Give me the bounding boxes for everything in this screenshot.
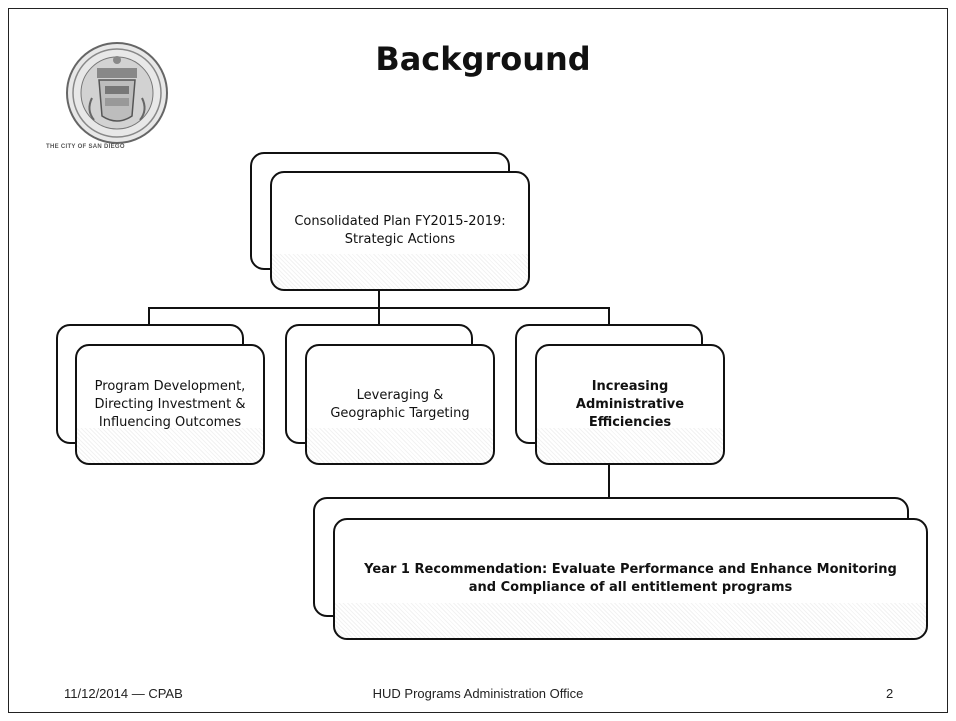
branch-node-2: Leveraging & Geographic Targeting	[305, 344, 495, 465]
connector-branch-1	[148, 307, 150, 325]
connector-recommendation	[608, 465, 610, 497]
branch-node-2-label: Leveraging & Geographic Targeting	[330, 387, 470, 421]
logo-caption: THE CITY OF SAN DIEGO	[46, 144, 125, 150]
branch-node-1: Program Development, Directing Investmen…	[75, 344, 265, 465]
root-node-label: Consolidated Plan FY2015-2019: Strategic…	[294, 214, 506, 247]
connector-branch-2	[378, 307, 380, 325]
branch-node-3: Increasing Administrative Efficiencies	[535, 344, 725, 465]
city-seal-logo	[66, 42, 168, 144]
connector-branch-3	[608, 307, 610, 325]
footer-date: 11/12/2014 — CPAB	[64, 686, 183, 701]
branch-node-3-label: Increasing Administrative Efficiencies	[575, 378, 685, 430]
recommendation-node-label: Year 1 Recommendation: Evaluate Performa…	[364, 562, 897, 595]
recommendation-node: Year 1 Recommendation: Evaluate Performa…	[333, 518, 928, 640]
connector-root-down	[378, 290, 380, 308]
root-node: Consolidated Plan FY2015-2019: Strategic…	[270, 171, 530, 291]
branch-node-1-label: Program Development, Directing Investmen…	[94, 378, 246, 430]
page-number: 2	[886, 686, 894, 701]
slide-title: Background	[375, 40, 591, 78]
footer-office: HUD Programs Administration Office	[372, 686, 584, 701]
